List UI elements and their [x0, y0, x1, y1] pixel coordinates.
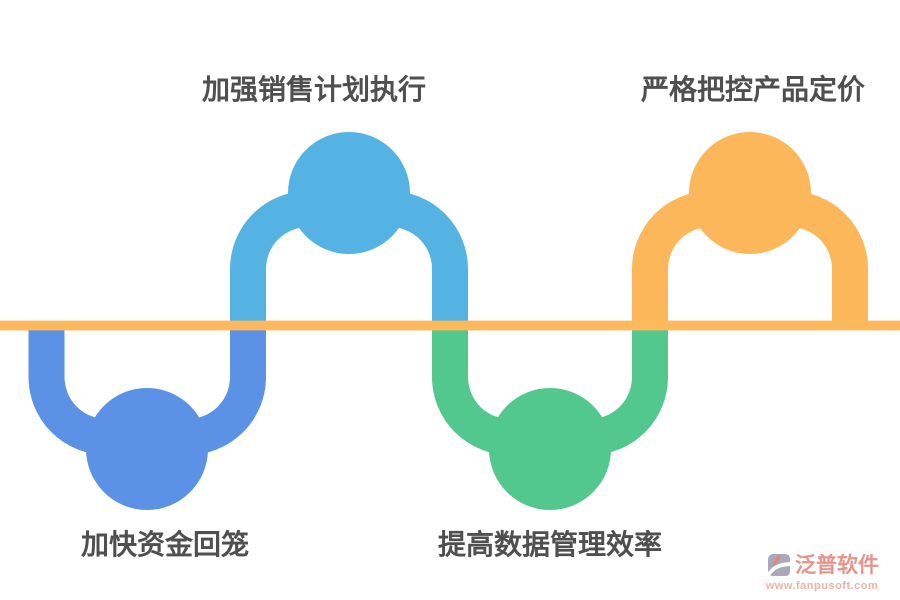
fanpu-logo-icon: [765, 553, 792, 578]
brand-watermark: 泛普软件 www.fanpusoft.com: [752, 549, 892, 592]
label-data-management: 提高数据管理效率: [437, 529, 663, 560]
node-circle-data-management: [489, 388, 611, 510]
brand-url: www.fanpusoft.com: [765, 580, 879, 592]
label-sales-plan-execution: 加强销售计划执行: [201, 74, 427, 105]
node-circle-sales-plan: [288, 132, 410, 254]
node-circle-capital-return: [86, 388, 208, 510]
brand-name: 泛普软件: [795, 554, 879, 577]
node-circle-product-pricing: [689, 132, 811, 254]
baseline: [0, 320, 900, 331]
label-capital-return: 加快资金回笼: [80, 529, 250, 560]
label-product-pricing: 严格把控产品定价: [640, 74, 866, 105]
